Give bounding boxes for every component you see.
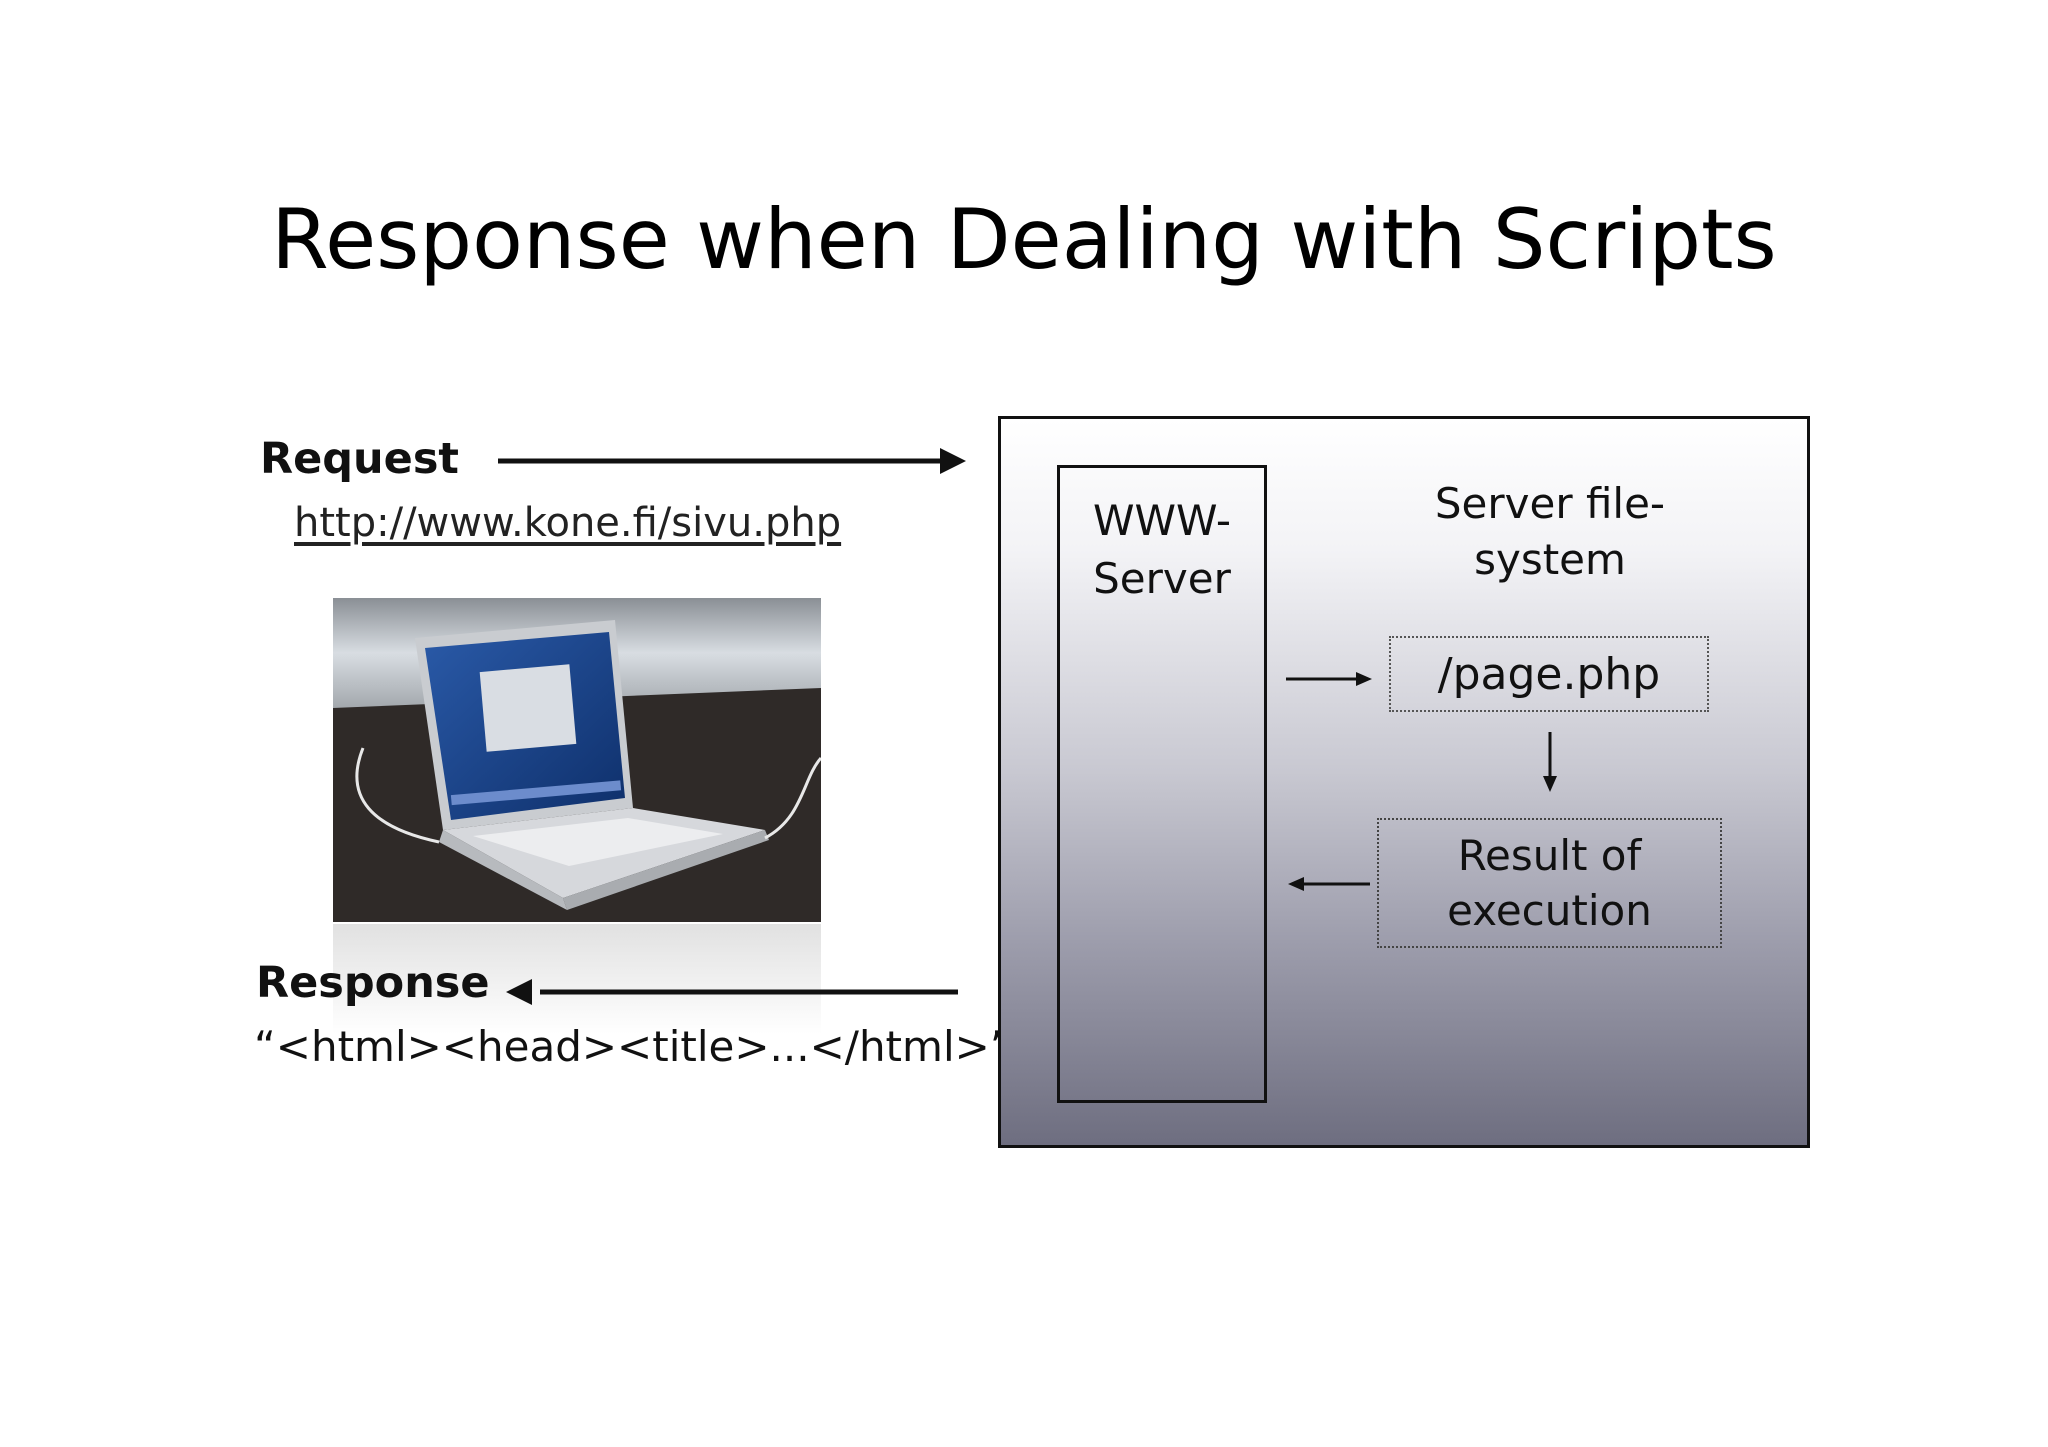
result-return-arrow <box>1288 877 1370 891</box>
www-server-label: WWW- Server <box>1092 496 1232 603</box>
request-arrow <box>498 448 966 474</box>
execute-arrow <box>1543 732 1557 792</box>
to-script-arrow <box>1286 672 1372 686</box>
result-box: Result of execution <box>1377 818 1722 948</box>
request-url-link[interactable]: http://www.kone.fi/sivu.php <box>294 500 842 546</box>
laptop-photo-reflection <box>333 924 821 1034</box>
response-label: Response <box>256 958 490 1008</box>
response-arrow <box>506 979 958 1005</box>
filesystem-label: Server file- system <box>1434 479 1666 584</box>
script-file-label: /page.php <box>1437 648 1661 700</box>
result-label: Result of execution <box>1447 831 1652 935</box>
slide-title: Response when Dealing with Scripts <box>271 191 1777 288</box>
laptop-photo <box>333 598 823 922</box>
www-server-box <box>1057 465 1267 1103</box>
response-body: “<html><head><title>...</html>” <box>254 1022 1012 1071</box>
script-file-box: /page.php <box>1389 636 1709 712</box>
request-label: Request <box>260 434 459 484</box>
server-panel <box>998 416 1810 1148</box>
laptop-photo-graphic <box>333 598 823 922</box>
